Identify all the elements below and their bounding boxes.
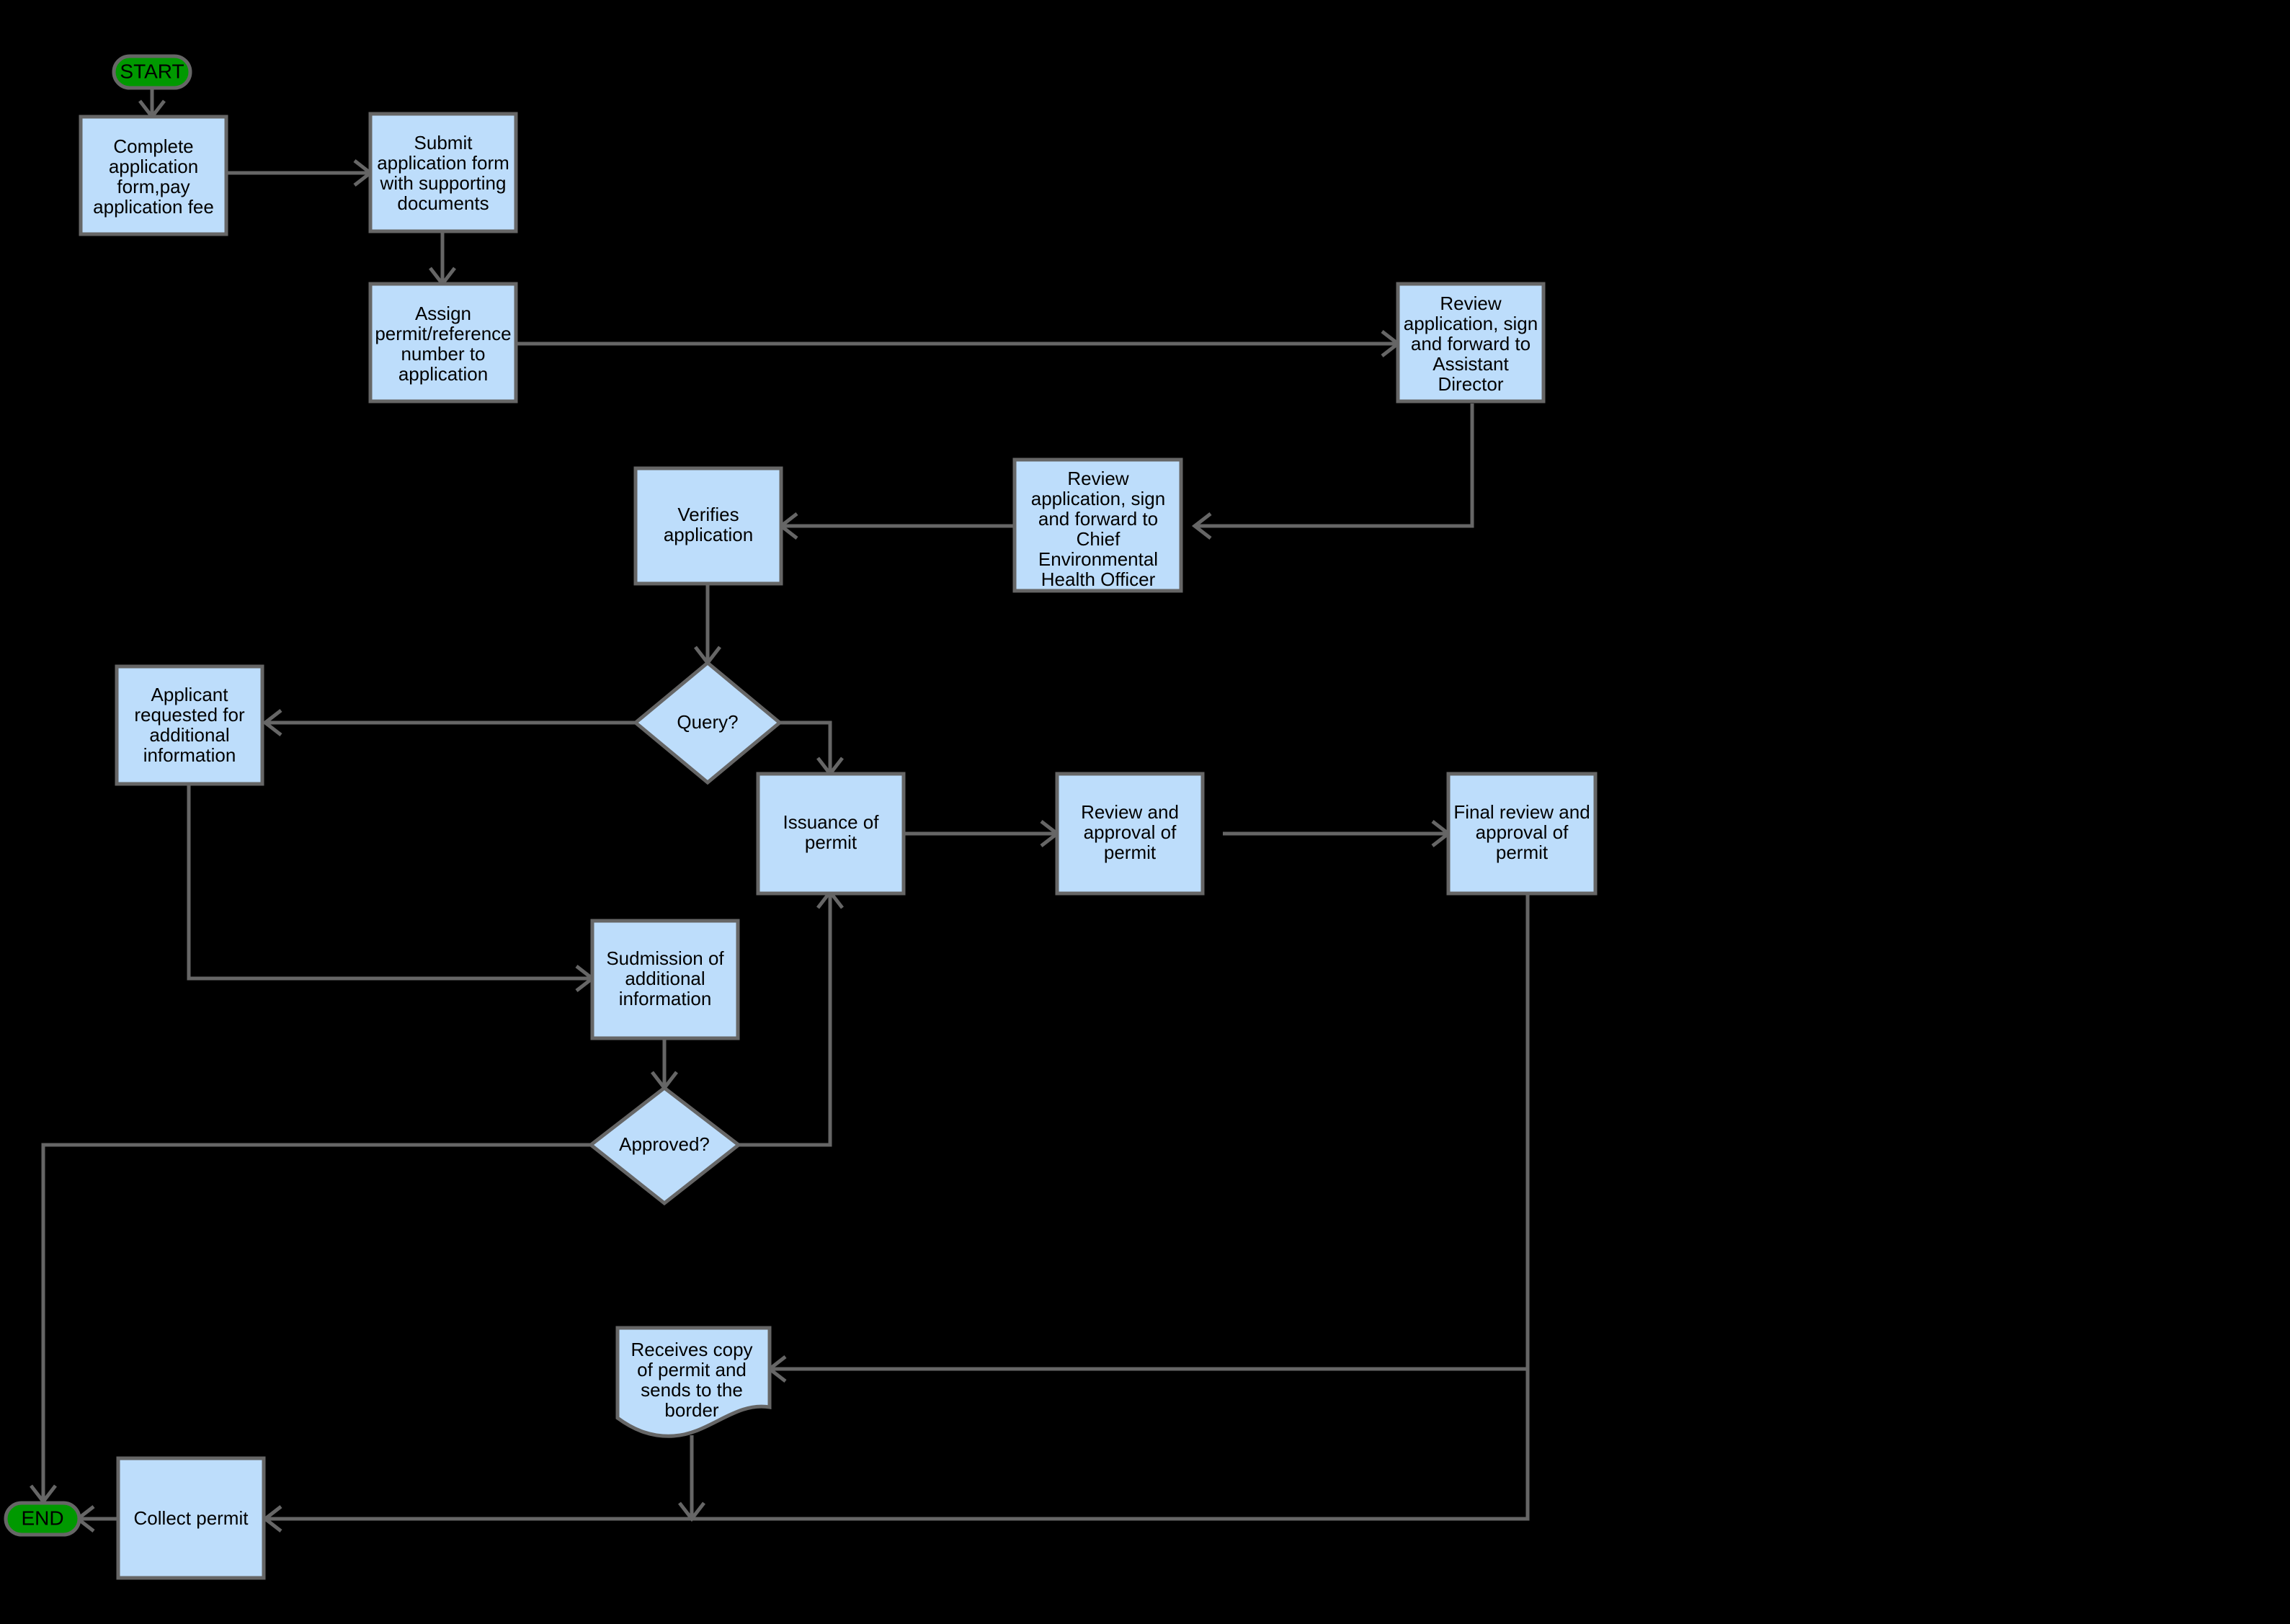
assign-permit-number-line-1: Assign xyxy=(415,303,471,324)
node-start[interactable]: START xyxy=(112,54,192,90)
review-chief-eho-line-5: Environmental xyxy=(1038,548,1158,570)
receives-copy-of-permit-line-4: border xyxy=(664,1399,718,1421)
submit-application-line-1: Submit xyxy=(414,132,473,153)
approved-decision-label: Approved? xyxy=(619,1133,710,1155)
review-assistant-director-line-4: Assistant xyxy=(1433,353,1509,375)
verifies-application-line-2: application xyxy=(664,524,753,545)
approved-decision-diamond xyxy=(587,1085,742,1206)
query-decision-label: Query? xyxy=(677,711,738,733)
arrow-head-applicant-requested-right xyxy=(262,709,282,736)
node-query-decision[interactable]: Query? xyxy=(633,660,783,785)
node-end[interactable]: END xyxy=(4,1501,81,1537)
review-assistant-director-line-1: Review xyxy=(1440,293,1501,314)
submission-additional-information-line-1: Sudmission of xyxy=(606,947,724,969)
review-approval-permit-line-2: approval of xyxy=(1084,821,1177,843)
review-approval-permit-line-3: permit xyxy=(1104,842,1157,863)
complete-application-line-3: form,pay xyxy=(117,176,190,197)
edge-approved-to-issuance xyxy=(739,893,832,1147)
applicant-requested-info-box xyxy=(115,664,264,786)
edge-final-review-to-collect-permit xyxy=(267,1369,1530,1521)
assign-permit-number-line-3: number to xyxy=(401,343,485,365)
receives-copy-of-permit-line-1: Receives copy xyxy=(631,1339,752,1360)
submission-additional-information-line-2: additional xyxy=(625,968,705,989)
edge-query-to-issuance xyxy=(780,720,832,772)
submit-application-line-4: documents xyxy=(397,192,489,214)
node-applicant-requested-info[interactable]: Applicant requested for additional infor… xyxy=(115,664,264,786)
review-chief-eho-line-4: Chief xyxy=(1077,528,1121,550)
receives-copy-of-permit-document-shape xyxy=(615,1326,772,1438)
complete-application-line-1: Complete xyxy=(113,135,193,157)
start-terminator-shape xyxy=(112,54,192,90)
final-review-approval-permit-box xyxy=(1446,772,1598,896)
end-terminator-shape xyxy=(4,1501,81,1537)
verifies-application-line-1: Verifies xyxy=(677,504,739,525)
review-chief-eho-line-3: and forward to xyxy=(1038,508,1158,530)
edge-approved-to-end xyxy=(41,1143,591,1500)
collect-permit-label: Collect permit xyxy=(134,1507,249,1529)
final-review-approval-permit-line-2: approval of xyxy=(1476,821,1569,843)
final-review-approval-permit-line-3: permit xyxy=(1496,842,1549,863)
applicant-requested-info-line-2: requested for xyxy=(134,704,245,726)
review-chief-eho-line-6: Health Officer xyxy=(1041,568,1156,590)
receives-copy-of-permit-line-2: of permit and xyxy=(637,1359,747,1380)
node-issuance-of-permit[interactable]: Issuance of permit xyxy=(756,772,906,896)
review-approval-permit-box xyxy=(1055,772,1205,896)
collect-permit-box xyxy=(116,1456,266,1580)
review-chief-eho-line-1: Review xyxy=(1067,468,1128,489)
node-review-approval-permit[interactable]: Review and approval of permit xyxy=(1055,772,1205,896)
edge-final-review-to-receives-copy xyxy=(771,895,1530,1371)
node-collect-permit[interactable]: Collect permit xyxy=(116,1456,266,1580)
review-chief-eho-line-2: application, sign xyxy=(1031,488,1165,509)
applicant-requested-info-line-1: Applicant xyxy=(151,684,229,705)
issuance-of-permit-line-1: Issuance of xyxy=(783,811,880,833)
assign-permit-number-line-4: application xyxy=(398,363,488,385)
applicant-requested-info-line-4: information xyxy=(143,744,236,766)
submission-additional-information-box xyxy=(590,919,740,1040)
arrow-head-review-chief-right xyxy=(1191,512,1212,540)
node-complete-application[interactable]: Complete application form,pay applicatio… xyxy=(79,115,228,236)
node-submit-application[interactable]: Submit application form with supporting … xyxy=(368,112,518,233)
node-review-chief-environmental-health-officer[interactable]: Review application, sign and forward to … xyxy=(1012,458,1183,593)
node-review-assistant-director[interactable]: Review application, sign and forward to … xyxy=(1396,282,1546,403)
review-assistant-director-box xyxy=(1396,282,1546,403)
node-assign-permit-number[interactable]: Assign permit/reference number to applic… xyxy=(368,282,518,403)
arrow-head-receives-copy-down xyxy=(678,1502,705,1522)
node-verifies-application[interactable]: Verifies application xyxy=(633,466,783,586)
issuance-of-permit-box xyxy=(756,772,906,896)
edge-review-assistant-to-review-chief xyxy=(1196,403,1474,528)
query-decision-diamond xyxy=(633,660,783,785)
submit-application-line-2: application form xyxy=(377,152,509,174)
assign-permit-number-box xyxy=(368,282,518,403)
connector-layer xyxy=(30,88,1530,1532)
verifies-application-box xyxy=(633,466,783,586)
complete-application-box xyxy=(79,115,228,236)
submission-additional-information-line-3: information xyxy=(619,988,712,1009)
review-assistant-director-line-5: Director xyxy=(1438,373,1503,395)
submit-application-line-3: with supporting xyxy=(380,172,507,194)
node-approved-decision[interactable]: Approved? xyxy=(587,1085,742,1206)
end-label: END xyxy=(21,1507,63,1529)
node-submission-additional-information[interactable]: Sudmission of additional information xyxy=(590,919,740,1040)
review-assistant-director-line-2: application, sign xyxy=(1404,313,1538,334)
edge-applicant-requested-to-submission xyxy=(187,784,591,981)
start-label: START xyxy=(120,60,184,82)
receives-copy-of-permit-line-3: sends to the xyxy=(641,1379,743,1401)
review-assistant-director-line-3: and forward to xyxy=(1411,333,1531,354)
submit-application-box xyxy=(368,112,518,233)
review-chief-eho-box xyxy=(1012,458,1183,593)
applicant-requested-info-line-3: additional xyxy=(149,724,229,746)
node-receives-copy-of-permit[interactable]: Receives copy of permit and sends to the… xyxy=(615,1326,772,1438)
issuance-of-permit-line-2: permit xyxy=(805,831,857,853)
complete-application-line-2: application xyxy=(109,156,198,177)
complete-application-line-4: application fee xyxy=(93,196,214,218)
final-review-approval-permit-line-1: Final review and xyxy=(1453,801,1590,823)
review-approval-permit-line-1: Review and xyxy=(1081,801,1179,823)
assign-permit-number-line-2: permit/reference xyxy=(375,323,511,344)
node-final-review-approval-permit[interactable]: Final review and approval of permit xyxy=(1446,772,1598,896)
